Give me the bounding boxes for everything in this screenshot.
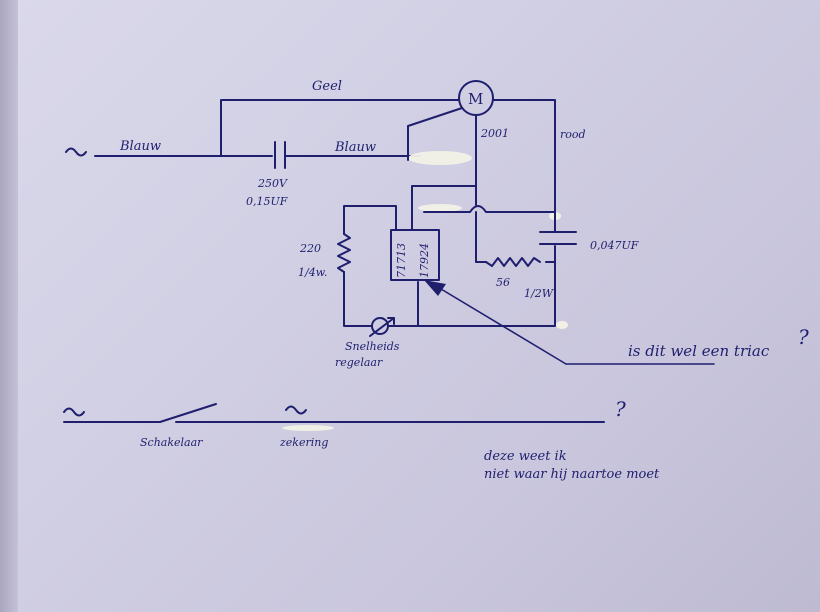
putty-blob-2 <box>418 204 462 212</box>
wire-to-56 <box>475 211 487 263</box>
chip-label-2: 17924 <box>418 243 431 278</box>
capacitor-0047uf <box>539 231 577 245</box>
chip-body <box>390 229 440 281</box>
putty-blob-1 <box>408 151 472 165</box>
label-capacitor-voltage: 250V <box>257 177 288 190</box>
ac-input-line <box>65 147 273 157</box>
wire-rood <box>492 99 556 233</box>
label-resistor-56-power: 1/2W <box>524 287 555 300</box>
label-blauw-right: Blauw <box>334 140 376 155</box>
label-geel: Geel <box>312 79 342 94</box>
motor-label: M <box>468 90 483 108</box>
question-mark-2: ? <box>615 397 626 421</box>
label-capacitor-value: 0,15UF <box>246 195 288 208</box>
wire-right-bottom <box>417 261 556 327</box>
putty-blob-4 <box>556 321 568 329</box>
capacitor-015uf <box>274 141 421 169</box>
resistor-56 <box>485 257 541 267</box>
wire-56-right <box>545 245 556 263</box>
chip-component <box>390 229 440 281</box>
note-line-2: niet waar hij naartoe moet <box>484 467 660 482</box>
label-zekering: zekering <box>279 436 328 449</box>
label-blauw-input: Blauw <box>119 139 161 154</box>
chip-label-1: 71713 <box>395 243 408 278</box>
label-speed-1: Snelheids <box>345 340 400 353</box>
note-line-1: deze weet ik <box>484 449 567 464</box>
label-switch: Schakelaar <box>140 436 203 449</box>
label-2001: 2001 <box>480 127 509 140</box>
wire-motor-feed <box>407 107 463 161</box>
resistor-220 <box>337 233 351 273</box>
switch-lever <box>159 403 217 423</box>
label-rood: rood <box>560 128 586 141</box>
wire-220-bottom <box>343 271 373 327</box>
label-resistor-220: 220 <box>299 242 321 255</box>
label-capacitor2: 0,047UF <box>590 239 639 252</box>
paper-edge <box>0 0 18 612</box>
label-resistor-220-power: 1/4w. <box>298 266 327 279</box>
triac-arrow <box>424 280 715 365</box>
wire-crossover <box>423 205 556 213</box>
wire-chip-top <box>411 185 477 231</box>
putty-blob-5 <box>282 425 334 431</box>
wire-220-top <box>343 205 397 235</box>
fuse-symbol <box>285 405 307 415</box>
label-triac-question: is dit wel een triac <box>628 342 770 360</box>
question-mark-1: ? <box>798 325 809 349</box>
bottom-line <box>63 403 605 423</box>
ac-source-symbol-top <box>65 147 87 157</box>
wire-geel <box>220 99 459 157</box>
label-resistor-56: 56 <box>496 276 510 289</box>
ac-source-symbol-bottom <box>63 407 85 417</box>
label-speed-2: regelaar <box>335 356 383 369</box>
